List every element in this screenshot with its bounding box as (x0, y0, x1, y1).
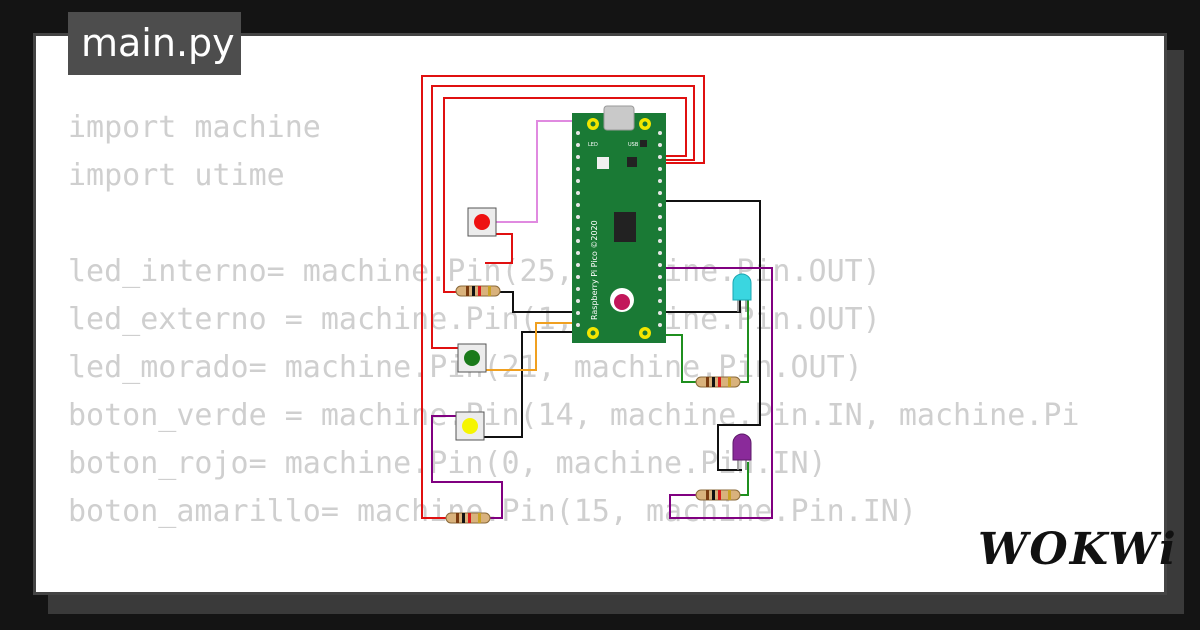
wire-orange (486, 322, 580, 371)
wire-pink (496, 120, 584, 223)
board-usb-label: USB (628, 142, 639, 148)
resistor[interactable] (695, 489, 741, 501)
board-led-label: LED (588, 142, 598, 148)
board-label: Raspberry Pi Pico ©2020 (590, 220, 599, 320)
code-line: import machine (68, 110, 321, 145)
wokwi-logo: WOKWi (978, 524, 1178, 575)
code-line: boton_rojo= machine.Pin(0, machine.Pin.I… (68, 446, 827, 481)
code-line: boton_amarillo= machine.Pin(15, machine.… (68, 494, 917, 529)
resistor[interactable] (445, 512, 491, 524)
raspberry-pi-pico-board[interactable]: USB LED Raspberry Pi Pico ©2020 (572, 105, 666, 343)
led-cyan[interactable] (732, 273, 752, 312)
push-button-red[interactable] (467, 207, 497, 237)
wire-black (484, 200, 761, 471)
wire-purple (431, 267, 773, 519)
resistor[interactable] (695, 376, 741, 388)
push-button-green[interactable] (457, 343, 487, 373)
code-line: boton_verde = machine.Pin(14, machine.Pi… (68, 398, 1080, 433)
wire-red (421, 75, 705, 519)
code-line: import utime (68, 158, 285, 193)
led-purple[interactable] (732, 433, 752, 470)
push-button-yellow[interactable] (455, 411, 485, 441)
resistor[interactable] (455, 285, 501, 297)
code-line: while 1: (68, 584, 1079, 592)
filename-tab[interactable]: main.py (68, 12, 241, 75)
wire-green (660, 300, 749, 496)
